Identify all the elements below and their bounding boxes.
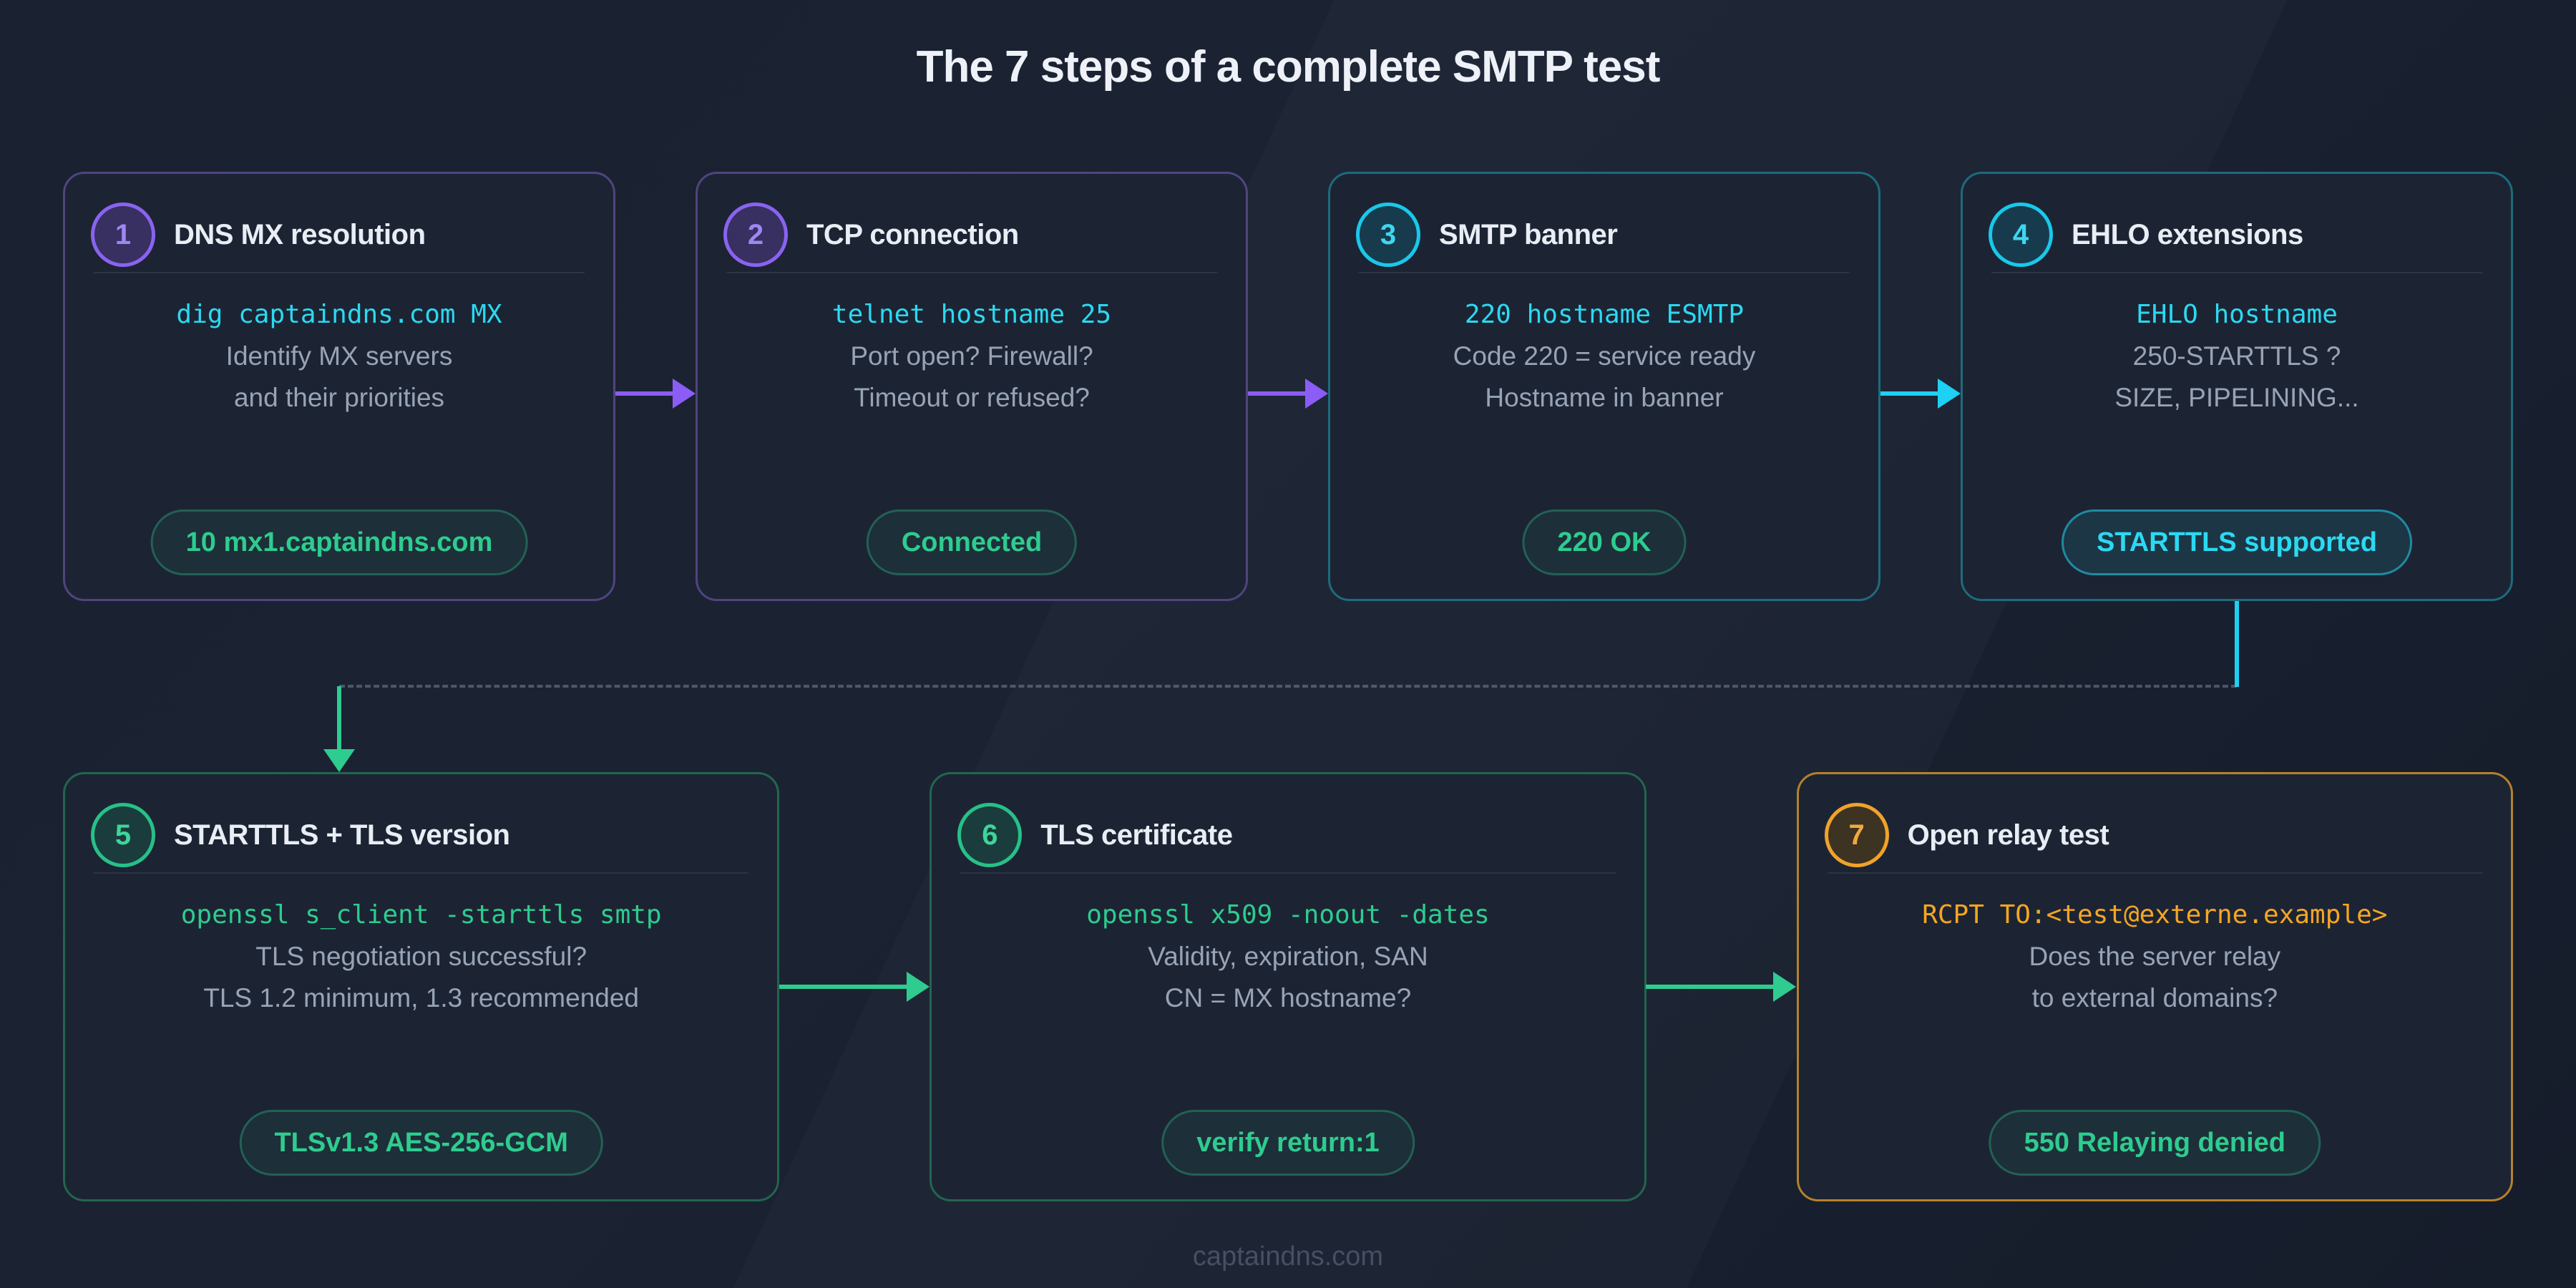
- divider: [1827, 872, 2482, 874]
- step-number-badge: 2: [723, 203, 788, 267]
- step-number: 3: [1380, 218, 1397, 250]
- step-header: 7 Open relay test: [1824, 803, 2109, 867]
- step-number: 4: [2012, 218, 2029, 250]
- step-note: TLS 1.2 minimum, 1.3 recommended: [203, 983, 640, 1013]
- step-number-badge: 7: [1824, 803, 1889, 867]
- step-result-badge: verify return:1: [1161, 1110, 1415, 1176]
- steps-row-bottom: 5 STARTTLS + TLS version openssl s_clien…: [63, 772, 2513, 1201]
- step-command: openssl s_client -starttls smtp: [180, 900, 662, 930]
- step-result-badge: TLSv1.3 AES-256-GCM: [239, 1110, 603, 1176]
- divider: [726, 272, 1217, 273]
- step-note: Does the server relay: [2029, 942, 2281, 971]
- step-result-badge: 550 Relaying denied: [1989, 1110, 2321, 1176]
- step-note: and their priorities: [233, 383, 445, 412]
- step-number: 7: [1848, 819, 1865, 851]
- step-command: RCPT TO:<test@externe.example>: [1922, 900, 2388, 930]
- arrow-shaft: [1880, 391, 1938, 396]
- step-card-tls-certificate: 6 TLS certificate openssl x509 -noout -d…: [930, 772, 1646, 1201]
- step-title: EHLO extensions: [2072, 218, 2303, 250]
- step-body: openssl s_client -starttls smtp TLS nego…: [72, 894, 770, 1019]
- step-card-ehlo-extensions: 4 EHLO extensions EHLO hostname 250-STAR…: [1961, 172, 2513, 601]
- step-command: 220 hostname ESMTP: [1464, 300, 1745, 329]
- step-note: to external domains?: [2031, 983, 2278, 1013]
- step-command: telnet hostname 25: [831, 300, 1112, 329]
- step-note: Validity, expiration, SAN: [1148, 942, 1428, 971]
- step-note: Port open? Firewall?: [850, 341, 1093, 371]
- step-result-badge: STARTTLS supported: [2062, 509, 2412, 575]
- step-header: 3 SMTP banner: [1356, 203, 1618, 267]
- step-note: CN = MX hostname?: [1164, 983, 1412, 1013]
- arrow-step2-to-step3: [1248, 379, 1328, 409]
- divider: [960, 872, 1616, 874]
- step-title: DNS MX resolution: [174, 218, 426, 250]
- step-title: STARTTLS + TLS version: [174, 819, 510, 851]
- step-header: 6 TLS certificate: [957, 803, 1233, 867]
- connector-step4-down-line: [2235, 601, 2239, 687]
- step-number-badge: 4: [1989, 203, 2053, 267]
- divider: [1359, 272, 1850, 273]
- divider: [94, 872, 749, 874]
- step-body: dig captaindns.com MX Identify MX server…: [72, 294, 606, 419]
- step-body: EHLO hostname 250-STARTTLS ? SIZE, PIPEL…: [1970, 294, 2504, 419]
- arrow-step5-to-step6: [779, 972, 930, 1002]
- step-body: RCPT TO:<test@externe.example> Does the …: [1806, 894, 2504, 1019]
- step-header: 2 TCP connection: [723, 203, 1019, 267]
- arrow-shaft: [337, 686, 341, 749]
- step-card-tcp-connection: 2 TCP connection telnet hostname 25 Port…: [696, 172, 1248, 601]
- steps-row-top: 1 DNS MX resolution dig captaindns.com M…: [63, 172, 2513, 601]
- step-body: 220 hostname ESMTP Code 220 = service re…: [1337, 294, 1871, 419]
- step-body: openssl x509 -noout -dates Validity, exp…: [939, 894, 1636, 1019]
- divider: [94, 272, 585, 273]
- step-note: Code 220 = service ready: [1453, 341, 1756, 371]
- arrow-shaft: [779, 985, 907, 989]
- arrow-shaft: [1248, 391, 1305, 396]
- arrow-step4-to-step5-down: [323, 686, 355, 772]
- step-title: TLS certificate: [1040, 819, 1233, 851]
- step-command: EHLO hostname: [2136, 300, 2338, 329]
- step-result-badge: 220 OK: [1522, 509, 1687, 575]
- step-note: Hostname in banner: [1485, 383, 1724, 412]
- step-number-badge: 6: [957, 803, 1023, 867]
- step-title: Open relay test: [1907, 819, 2109, 851]
- step-number: 1: [114, 218, 132, 250]
- step-note: Identify MX servers: [225, 341, 453, 371]
- arrow-shaft: [615, 391, 673, 396]
- page-title: The 7 steps of a complete SMTP test: [916, 42, 1661, 92]
- step-header: 4 EHLO extensions: [1989, 203, 2303, 267]
- divider: [1991, 272, 2482, 273]
- step-card-starttls-tls-version: 5 STARTTLS + TLS version openssl s_clien…: [63, 772, 780, 1201]
- step-number-badge: 3: [1356, 203, 1420, 267]
- step-note: SIZE, PIPELINING...: [2114, 383, 2359, 412]
- step-header: 5 STARTTLS + TLS version: [91, 803, 510, 867]
- arrow-step6-to-step7: [1646, 972, 1796, 1002]
- step-number: 5: [114, 819, 132, 851]
- step-card-open-relay-test: 7 Open relay test RCPT TO:<test@externe.…: [1796, 772, 2513, 1201]
- step-result-badge: Connected: [866, 509, 1078, 575]
- arrow-step3-to-step4: [1880, 379, 1961, 409]
- step-command: dig captaindns.com MX: [176, 300, 502, 329]
- step-note: TLS negotiation successful?: [255, 942, 587, 971]
- step-card-dns-mx-resolution: 1 DNS MX resolution dig captaindns.com M…: [63, 172, 615, 601]
- step-card-smtp-banner: 3 SMTP banner 220 hostname ESMTP Code 22…: [1328, 172, 1880, 601]
- step-title: SMTP banner: [1439, 218, 1618, 250]
- step-number-badge: 1: [91, 203, 155, 267]
- connector-step4-to-step5-dashed-line: [339, 685, 2237, 688]
- step-number: 6: [982, 819, 998, 851]
- step-result-badge: 10 mx1.captaindns.com: [150, 509, 528, 575]
- step-note: Timeout or refused?: [854, 383, 1090, 412]
- step-header: 1 DNS MX resolution: [91, 203, 426, 267]
- step-number-badge: 5: [91, 803, 155, 867]
- arrow-shaft: [1646, 985, 1773, 989]
- footer-watermark: captaindns.com: [1192, 1241, 1384, 1272]
- step-title: TCP connection: [806, 218, 1019, 250]
- step-note: 250-STARTTLS ?: [2132, 341, 2341, 371]
- step-body: telnet hostname 25 Port open? Firewall? …: [705, 294, 1239, 419]
- step-command: openssl x509 -noout -dates: [1086, 900, 1490, 930]
- step-number: 2: [747, 218, 764, 250]
- arrow-step1-to-step2: [615, 379, 696, 409]
